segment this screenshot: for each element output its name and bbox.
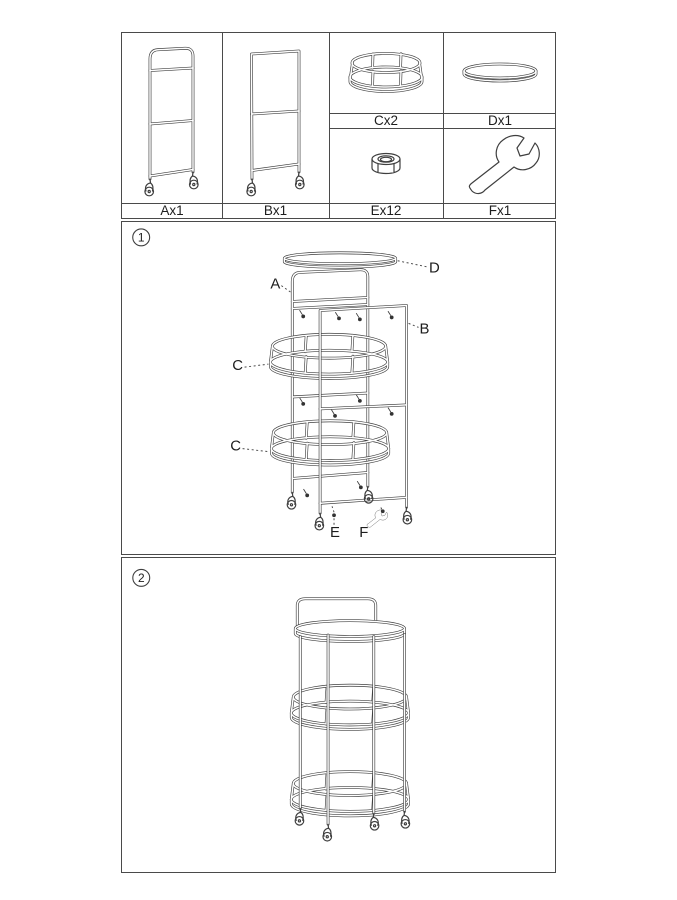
wrench-icon xyxy=(468,134,540,195)
callout-a: A xyxy=(270,277,280,293)
callout-c-upper: C xyxy=(232,358,243,374)
step-1-diagram: A B C C D E F 1 xyxy=(132,228,440,541)
callout-f: F xyxy=(359,525,368,541)
step-1-badge: 1 xyxy=(132,228,151,247)
step-2-panel: 2 xyxy=(121,557,556,873)
callout-e: E xyxy=(330,525,340,541)
hex-nut-icon xyxy=(371,152,401,175)
table-divider-v1 xyxy=(222,33,223,218)
step-2-badge: 2 xyxy=(132,568,151,587)
top-disc-icon xyxy=(462,62,538,83)
part-c-cell xyxy=(329,33,443,113)
part-d-label: Dx1 xyxy=(487,113,512,128)
ring-shelf-icon xyxy=(348,52,424,93)
part-b-cell xyxy=(222,33,329,203)
step-1-number: 1 xyxy=(138,230,145,244)
part-e-cell xyxy=(329,128,443,203)
parts-table: Ax1 Bx1 Cx2 Dx1 Ex12 Fx1 xyxy=(121,32,556,219)
part-c-label: Cx2 xyxy=(373,113,398,128)
table-divider-v3 xyxy=(443,33,444,218)
part-d-cell xyxy=(443,33,557,113)
table-divider-h2 xyxy=(329,113,555,114)
callout-d: D xyxy=(429,261,440,277)
table-divider-h1 xyxy=(122,203,555,204)
part-f-label: Fx1 xyxy=(488,203,512,218)
table-divider-h3 xyxy=(329,128,555,129)
part-a-label: Ax1 xyxy=(160,203,184,218)
callout-b: B xyxy=(420,321,430,337)
table-divider-v2 xyxy=(329,33,330,218)
part-a-cell xyxy=(122,33,222,203)
frame-b-icon xyxy=(246,49,305,197)
frame-a-icon xyxy=(144,46,199,197)
callout-c-lower: C xyxy=(230,439,241,455)
step-2-diagram: 2 xyxy=(132,568,411,842)
part-b-label: Bx1 xyxy=(263,203,288,218)
part-e-label: Ex12 xyxy=(370,203,402,218)
step-2-number: 2 xyxy=(138,571,145,585)
step-1-panel: A B C C D E F 1 xyxy=(121,221,556,555)
part-f-cell xyxy=(443,128,557,203)
mini-wrench-icon xyxy=(366,509,388,528)
callout-leaders xyxy=(242,260,427,527)
screw-nut-markers xyxy=(299,310,394,518)
